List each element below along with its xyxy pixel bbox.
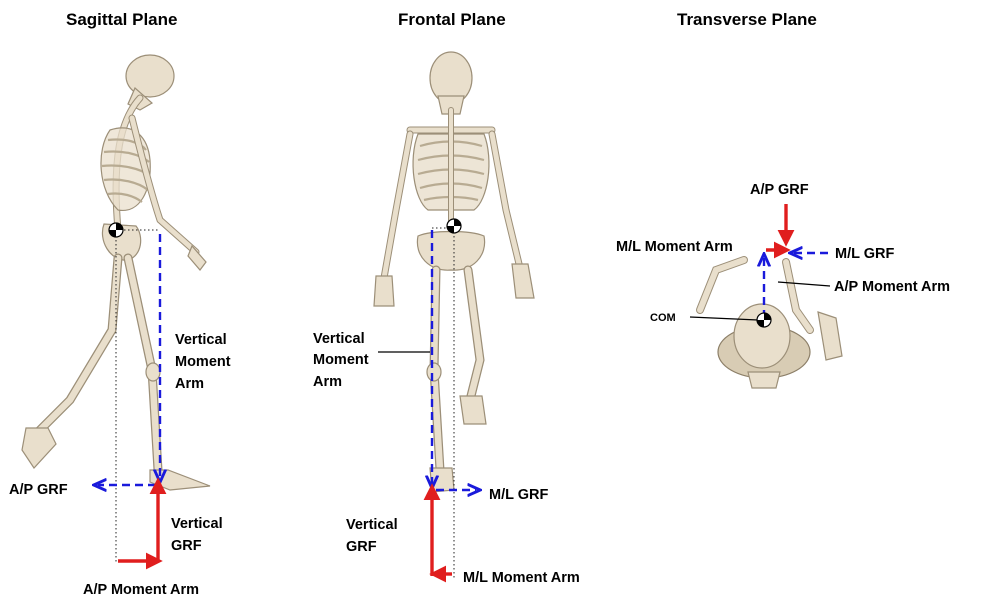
transverse-com-label: COM [650,312,676,324]
sagittal-vertical-grf-label: Vertical GRF [171,516,227,554]
transverse-ml-moment-arm-label: M/L Moment Arm [616,239,733,255]
transverse-ap-grf-label: A/P GRF [750,182,809,198]
transverse-ap-moment-arm-leader [778,282,830,286]
frontal-ml-grf-label: M/L GRF [489,487,548,503]
frontal-ml-moment-arm-label: M/L Moment Arm [463,570,580,586]
sagittal-ap-grf-label: A/P GRF [9,482,68,498]
frontal-plane-title: Frontal Plane [398,10,506,29]
frontal-vertical-grf-label: Vertical GRF [346,517,402,555]
transverse-plane-title: Transverse Plane [677,10,817,29]
frontal-annotations: Vertical Moment Arm M/L GRF Vertical GRF… [313,219,580,586]
frontal-vertical-moment-arm-label: Vertical Moment Arm [313,331,373,390]
sagittal-annotations: Vertical Moment Arm A/P GRF Vertical GRF… [9,223,235,598]
sagittal-vertical-moment-arm-label: Vertical Moment Arm [175,332,235,392]
transverse-ml-grf-label: M/L GRF [835,246,894,262]
sagittal-com-marker-icon [109,223,123,237]
transverse-com-marker-icon [757,313,771,327]
sagittal-ap-moment-arm-label: A/P Moment Arm [83,582,199,598]
transverse-ap-moment-arm-label: A/P Moment Arm [834,279,950,295]
frontal-com-marker-icon [447,219,461,233]
transverse-annotations: A/P GRF M/L Moment Arm M/L GRF A/P Momen… [616,182,950,327]
sagittal-plane-title: Sagittal Plane [66,10,177,29]
transverse-skeleton [700,260,842,388]
